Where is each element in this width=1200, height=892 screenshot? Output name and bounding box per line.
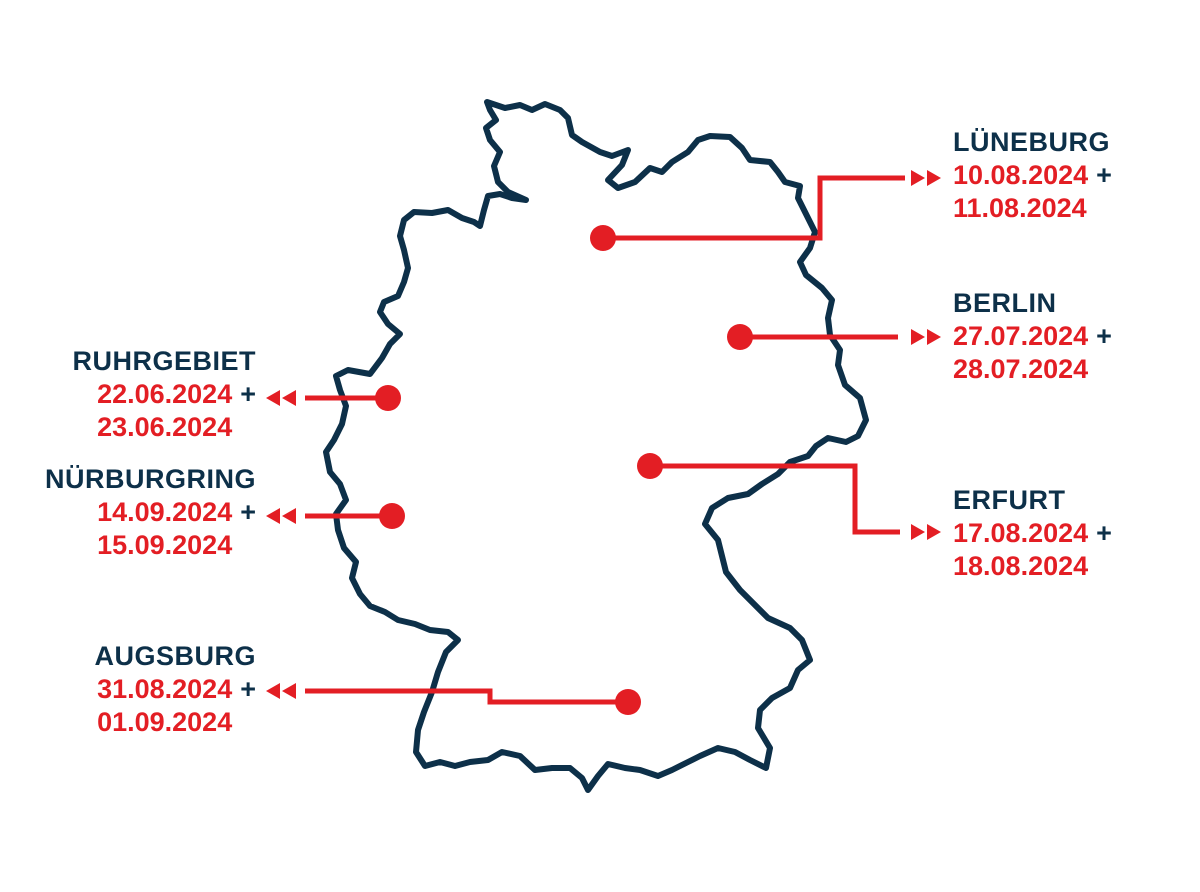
date-start: 27.07.2024 xyxy=(953,321,1089,351)
arrow-right-icon xyxy=(911,170,941,186)
arrow-left-icon xyxy=(266,390,296,406)
date-start: 31.08.2024 xyxy=(97,674,233,704)
label-erfurt: ERFURT 17.08.2024+ 18.08.2024 xyxy=(953,484,1112,583)
date-end: 23.06.2024 xyxy=(97,412,233,442)
date-end: 01.09.2024 xyxy=(97,707,233,737)
arrow-right-icon xyxy=(911,524,941,540)
plus-sign: + xyxy=(1096,321,1112,351)
plus-sign: + xyxy=(1096,518,1112,548)
plus-sign: + xyxy=(240,674,256,704)
date-end: 11.08.2024 xyxy=(953,193,1087,223)
connector-augsburg xyxy=(305,688,628,705)
marker-lueneburg[interactable] xyxy=(590,225,616,251)
germany-outline xyxy=(323,99,869,793)
date-start: 22.06.2024 xyxy=(97,379,233,409)
connector-erfurt xyxy=(650,463,900,535)
label-ruhrgebiet: RUHRGEBIET 22.06.2024+ 23.06.2024 xyxy=(72,345,256,444)
plus-sign: + xyxy=(240,379,256,409)
label-augsburg: AUGSBURG 31.08.2024+ 01.09.2024 xyxy=(94,640,256,739)
marker-ruhrgebiet[interactable] xyxy=(375,385,401,411)
date-start: 14.09.2024 xyxy=(97,497,233,527)
location-name: ERFURT xyxy=(953,485,1066,515)
date-end: 15.09.2024 xyxy=(97,530,233,560)
location-name: LÜNEBURG xyxy=(953,127,1110,157)
date-end: 18.08.2024 xyxy=(953,551,1089,581)
date-end: 28.07.2024 xyxy=(953,354,1089,384)
arrow-left-icon xyxy=(266,508,296,524)
connector-lueneburg xyxy=(603,175,905,241)
location-name: RUHRGEBIET xyxy=(72,346,256,376)
plus-sign: + xyxy=(1096,160,1112,190)
date-start: 17.08.2024 xyxy=(953,518,1089,548)
location-name: NÜRBURGRING xyxy=(45,464,256,494)
location-name: BERLIN xyxy=(953,288,1057,318)
label-nuerburgring: NÜRBURGRING 14.09.2024+ 15.09.2024 xyxy=(45,463,256,562)
arrow-right-icon xyxy=(911,329,941,345)
label-lueneburg: LÜNEBURG 10.08.2024+ 11.08.2024 xyxy=(953,126,1112,225)
marker-erfurt[interactable] xyxy=(637,453,663,479)
label-berlin: BERLIN 27.07.2024+ 28.07.2024 xyxy=(953,287,1112,386)
location-name: AUGSBURG xyxy=(94,641,256,671)
arrow-left-icon xyxy=(266,683,296,699)
plus-sign: + xyxy=(240,497,256,527)
date-start: 10.08.2024 xyxy=(953,160,1089,190)
marker-berlin[interactable] xyxy=(727,324,753,350)
marker-nuerburgring[interactable] xyxy=(379,503,405,529)
marker-augsburg[interactable] xyxy=(615,689,641,715)
